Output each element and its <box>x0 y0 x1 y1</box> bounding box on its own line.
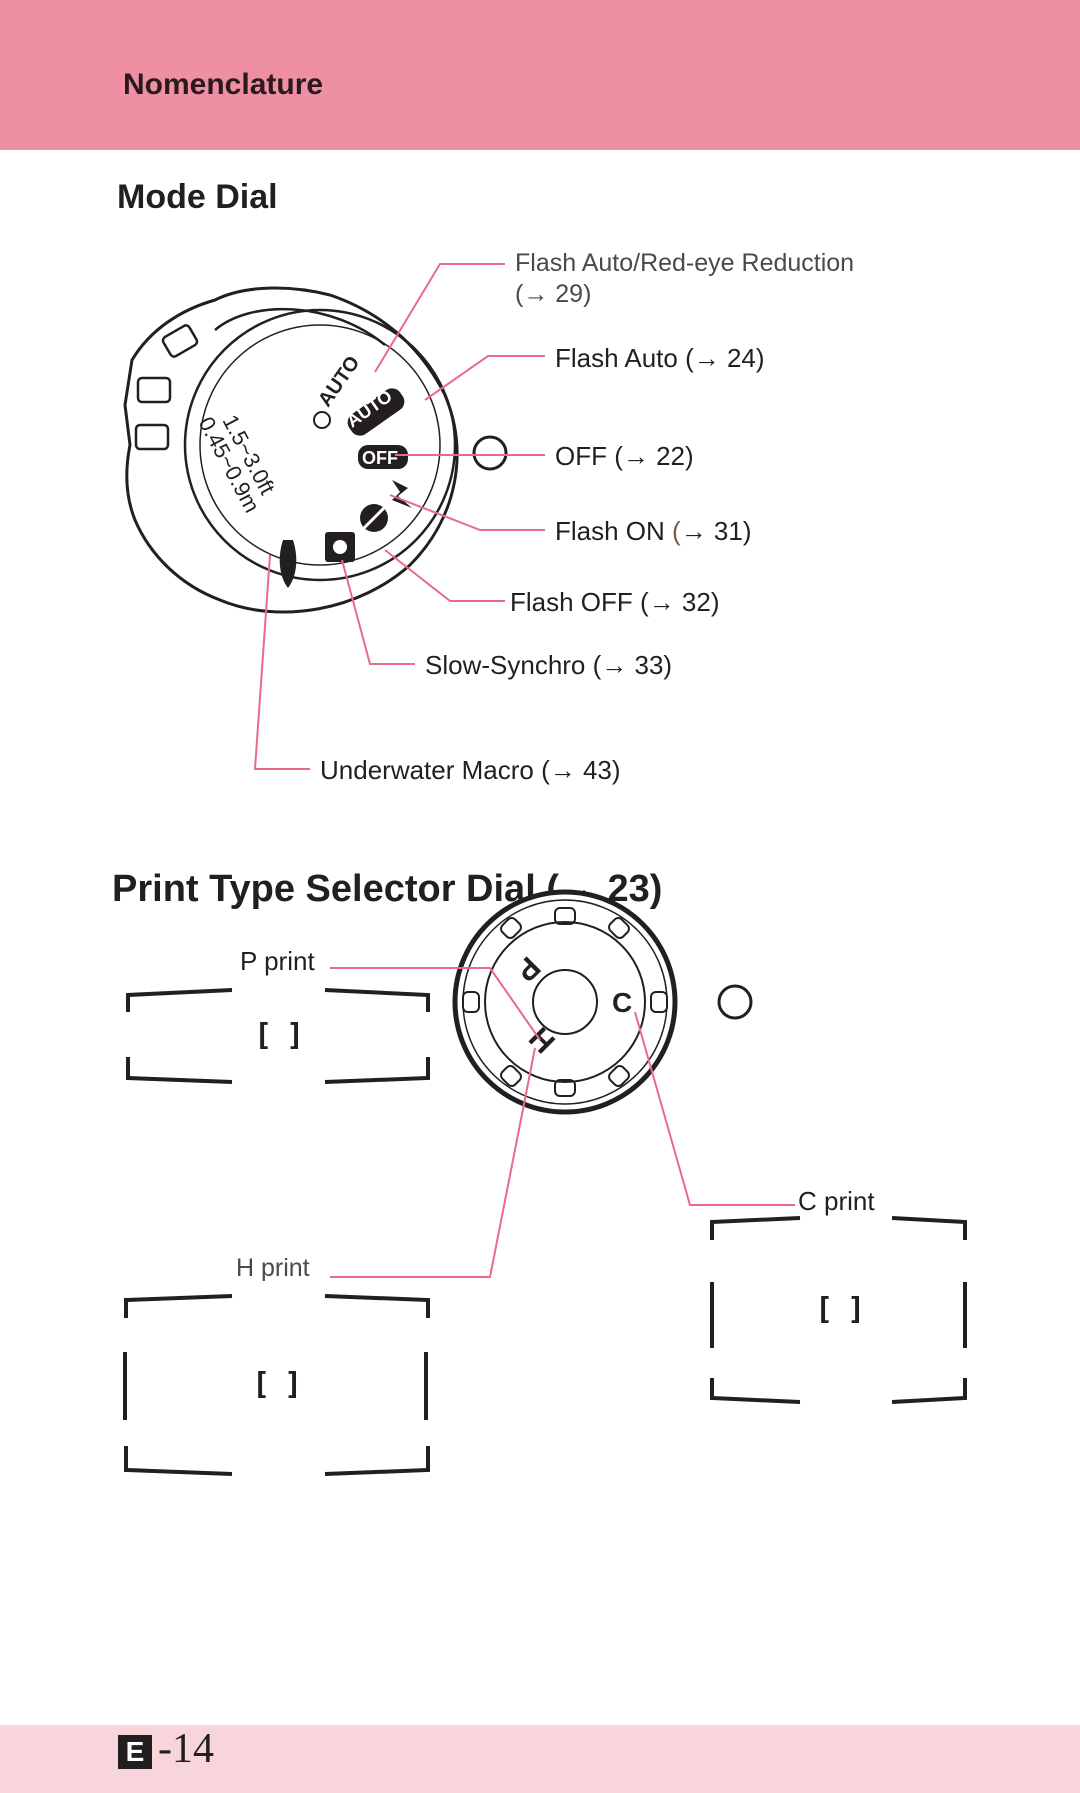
callout-flash-auto-redeye: Flash Auto/Red-eye Reduction (→ 29) <box>515 249 855 309</box>
dial-mark-c: C <box>612 987 632 1018</box>
callout-p-print: P print <box>240 946 315 976</box>
footer-band <box>0 1725 1080 1793</box>
callout-slow-synchro: Slow-Synchro (→ 33) <box>425 650 673 680</box>
mode-dial-title: Mode Dial <box>117 178 278 216</box>
viewfinder-center-mark-h: [ ] <box>252 1367 302 1402</box>
redeye-icon <box>313 411 331 429</box>
language-badge: E <box>118 1735 152 1769</box>
viewfinder-center-mark-p: [ ] <box>254 1018 304 1053</box>
callout-flash-on: Flash ON (→ 31) <box>555 516 752 546</box>
callout-h-print: H print <box>236 1254 310 1282</box>
print-indicator-dot <box>717 984 753 1020</box>
flash-bolt-icon <box>392 480 412 508</box>
header-wave <box>0 112 1080 148</box>
dial-mark-off: OFF <box>362 448 398 468</box>
section-label: Nomenclature <box>123 68 324 101</box>
callout-flash-auto: Flash Auto (→ 24) <box>555 343 765 373</box>
underwater-macro-icon <box>279 540 297 588</box>
page-number: -14 <box>158 1726 214 1772</box>
viewfinder-center-mark-c: [ ] <box>815 1292 865 1327</box>
mode-indicator-dot <box>472 435 508 471</box>
callout-c-print: C print <box>798 1186 875 1216</box>
callout-flash-off: Flash OFF (→ 32) <box>510 587 720 617</box>
callout-underwater-macro: Underwater Macro (→ 43) <box>320 755 621 785</box>
callout-off: OFF (→ 22) <box>555 441 694 471</box>
